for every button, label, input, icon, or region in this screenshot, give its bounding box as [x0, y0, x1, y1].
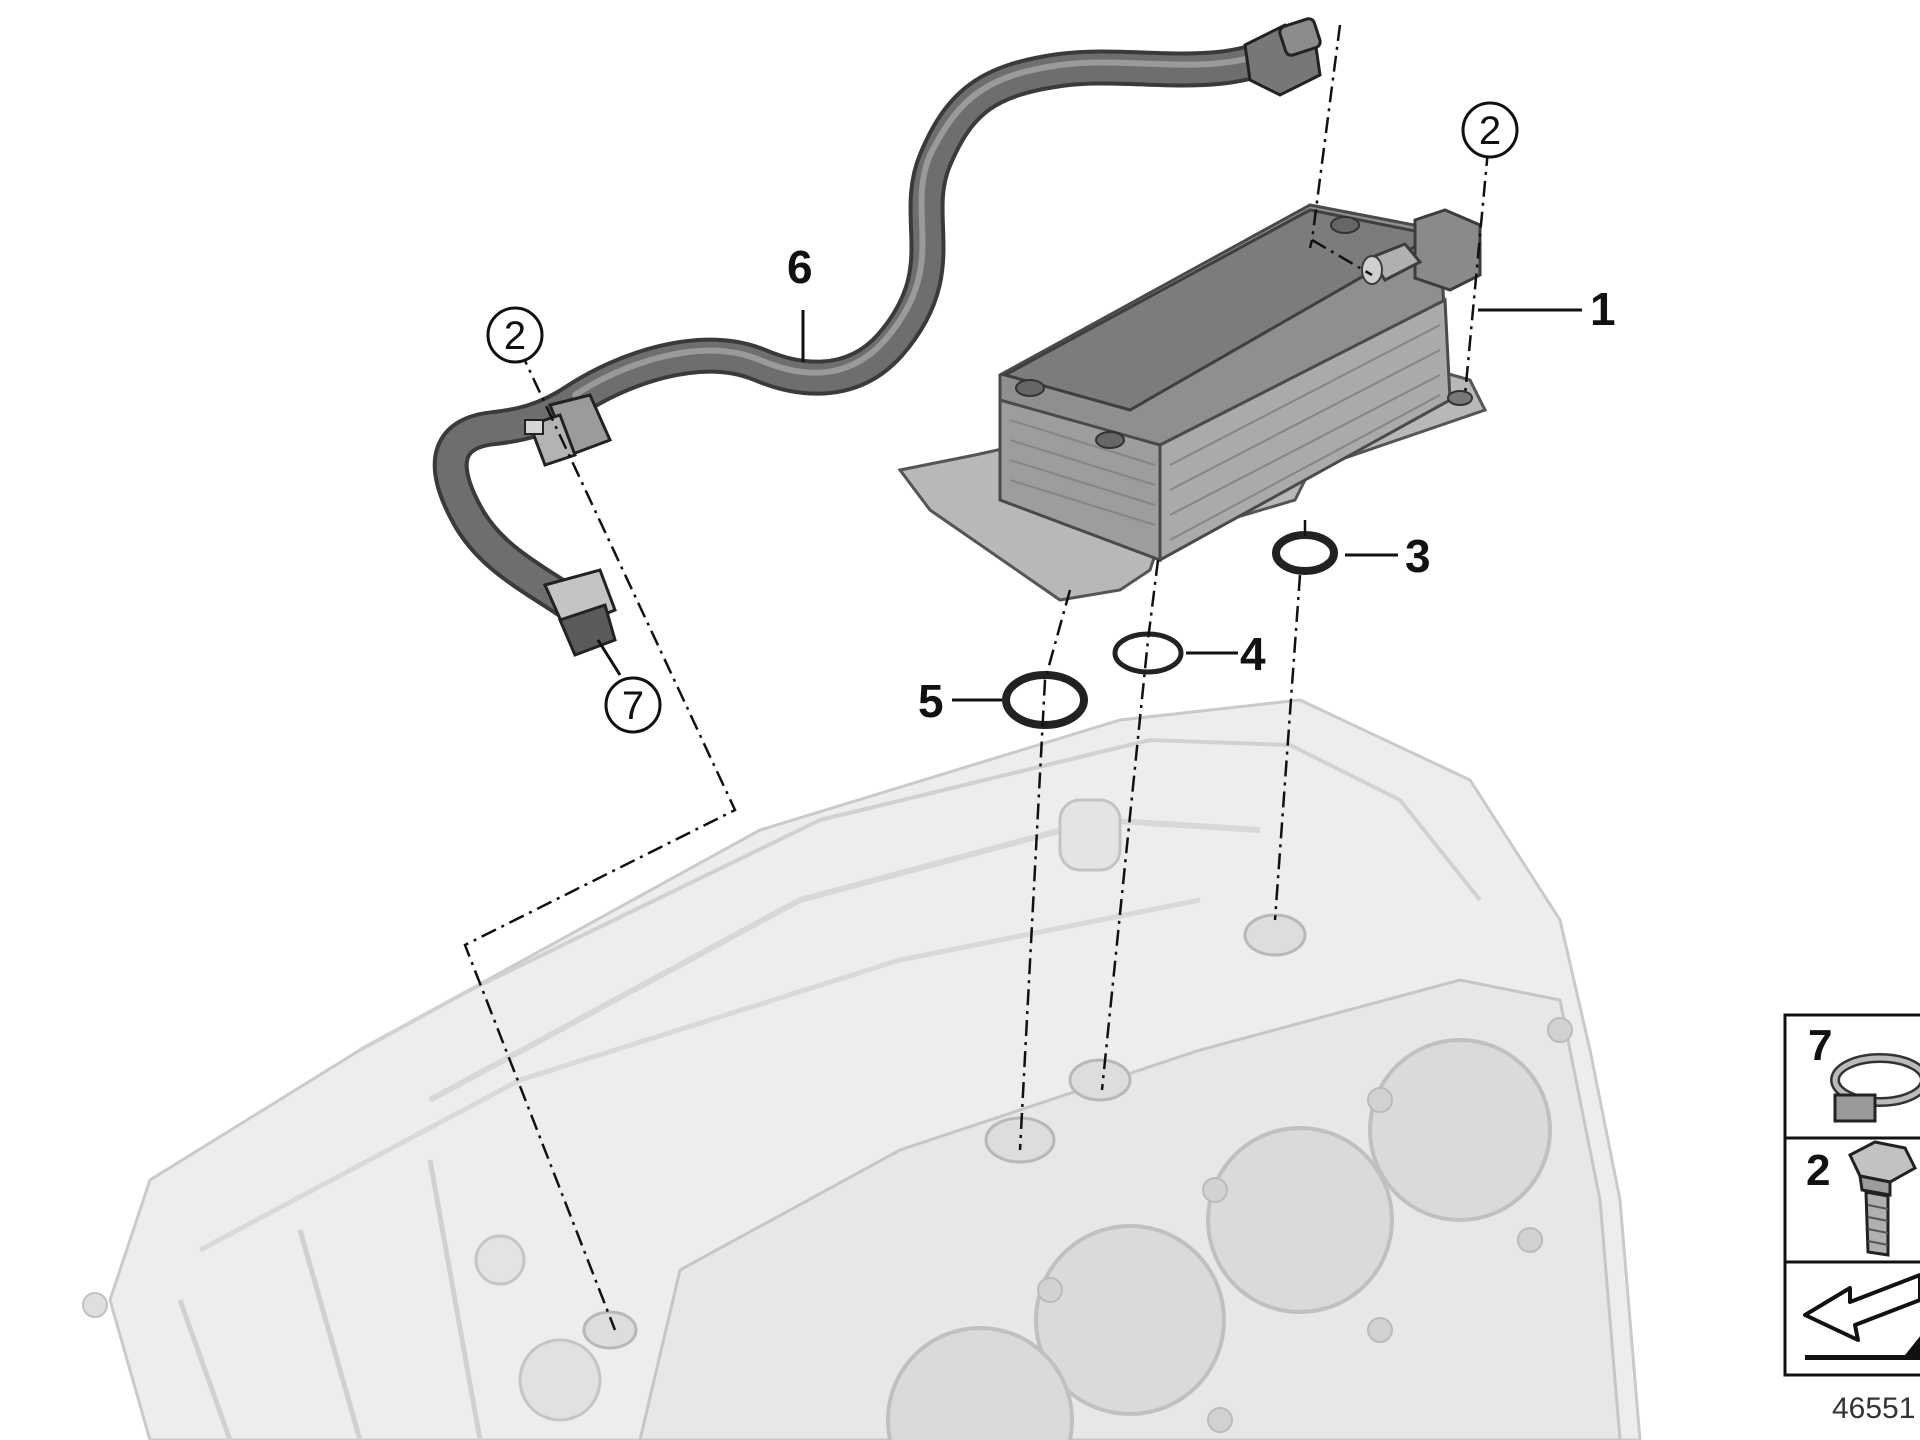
- o-ring-4: [1112, 631, 1184, 675]
- callout-2-top: 2: [1461, 101, 1519, 159]
- o-ring-5: [1002, 671, 1088, 729]
- oil-cooler: [897, 203, 1488, 602]
- callout-label-3: 3: [1405, 530, 1431, 582]
- callout-label-2-top: 2: [1479, 109, 1501, 153]
- callout-label-6: 6: [787, 241, 813, 293]
- callout-7: 7: [596, 639, 662, 734]
- parts-legend: 7 2: [1783, 1013, 1920, 1377]
- engine-block: [82, 698, 1642, 1440]
- callout-5: 5: [918, 675, 1002, 727]
- legend-item-clamp: 7: [1808, 1021, 1920, 1123]
- callout-label-5: 5: [918, 675, 944, 727]
- callout-label-7: 7: [622, 684, 644, 728]
- callout-1: 1: [1478, 283, 1616, 335]
- callout-4: 4: [1186, 628, 1266, 680]
- callout-6: 6: [787, 241, 813, 362]
- legend-item-arrow: [1803, 1273, 1920, 1360]
- callout-3: 3: [1345, 530, 1431, 582]
- legend-item-bolt: 2: [1806, 1140, 1917, 1257]
- o-ring-3: [1272, 531, 1338, 575]
- legend-number-2: 2: [1806, 1146, 1830, 1195]
- callout-2-left: 2: [486, 306, 544, 364]
- callout-label-2-left: 2: [504, 314, 526, 358]
- callout-label-1: 1: [1590, 283, 1616, 335]
- assembly-lines: [463, 24, 1490, 1331]
- hex-bolt-icon: [1848, 1140, 1917, 1257]
- hose-clamp-icon: [1830, 1053, 1920, 1123]
- diagram-id: 46551: [1832, 1392, 1915, 1425]
- arrow-symbol-icon: [1803, 1273, 1920, 1360]
- legend-number-7: 7: [1808, 1021, 1832, 1070]
- callout-label-4: 4: [1240, 628, 1266, 680]
